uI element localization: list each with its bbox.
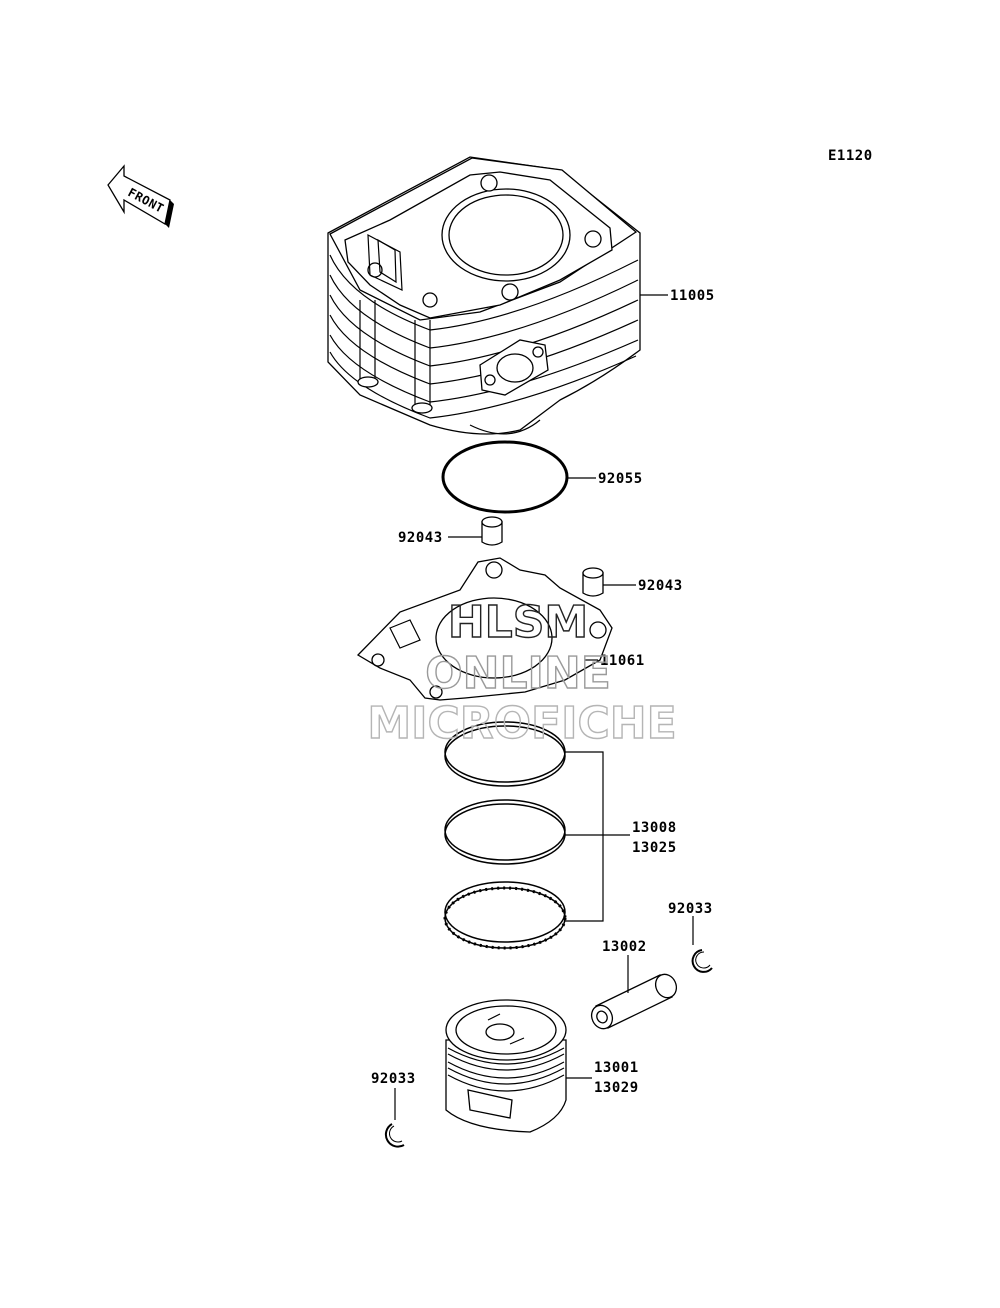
circlip-left <box>384 1123 405 1148</box>
watermark-line2: ONLINE <box>425 648 611 699</box>
front-arrow-icon: FRONT <box>107 164 174 228</box>
piston-ring-second <box>444 799 566 865</box>
watermark: HLSM ONLINE MICROFICHE <box>367 596 678 749</box>
dowel-pin-right <box>582 567 604 597</box>
piston-pin <box>590 973 678 1030</box>
piston-ring-oil <box>443 881 567 950</box>
base-gasket <box>356 557 613 701</box>
callout-11005: 11005 <box>670 288 715 304</box>
callout-13002: 13002 <box>602 939 647 955</box>
callout-92055: 92055 <box>598 471 643 487</box>
diagram-code: E1120 <box>828 148 873 164</box>
callout-13001: 13001 <box>594 1060 639 1076</box>
callout-13029: 13029 <box>594 1080 639 1096</box>
circlip-right <box>691 949 713 973</box>
watermark-line3: MICROFICHE <box>367 698 676 749</box>
callout-13008: 13008 <box>632 820 677 836</box>
watermark-line1: HLSM <box>448 597 588 648</box>
piston <box>445 999 567 1133</box>
callout-92043-left: 92043 <box>398 530 443 546</box>
dowel-pin-left <box>481 516 503 546</box>
callout-92033-right: 92033 <box>668 901 713 917</box>
callout-92043-right: 92043 <box>638 578 683 594</box>
callout-92033-left: 92033 <box>371 1071 416 1087</box>
callout-13025: 13025 <box>632 840 677 856</box>
callout-11061: 11061 <box>600 653 645 669</box>
cylinder-block <box>327 156 641 435</box>
o-ring <box>441 440 569 514</box>
